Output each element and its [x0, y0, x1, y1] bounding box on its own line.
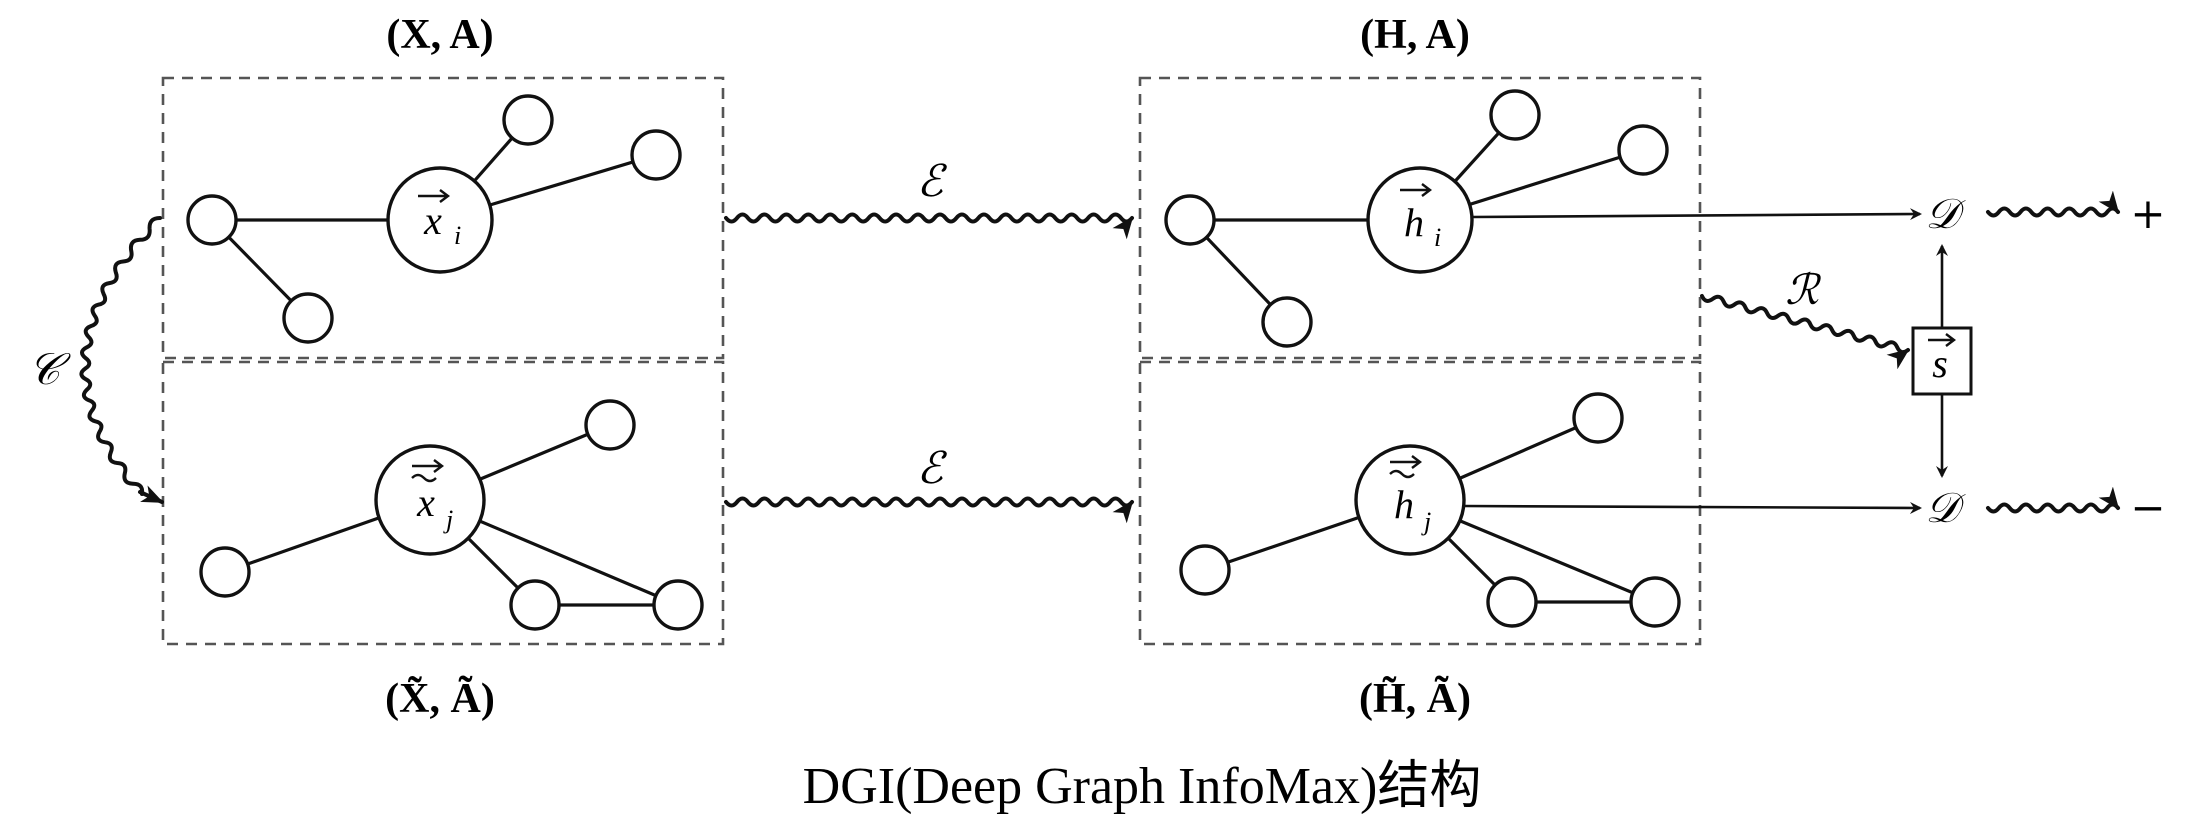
corrupted-input-graph: x j — [199, 399, 704, 631]
center-node-h-i — [1366, 166, 1474, 274]
graph-node — [199, 546, 251, 598]
vector-arrow-icon — [1390, 455, 1422, 469]
tilde-icon — [1389, 469, 1415, 479]
input-graph-box — [161, 76, 725, 360]
readout-symbol: ℛ — [1785, 268, 1821, 314]
graph-node — [630, 129, 682, 181]
corrupted-input-pair-label: (X̃, Ã) — [385, 675, 495, 722]
tilde-icon — [411, 473, 437, 483]
summary-symbol: s — [1932, 341, 1948, 386]
corrupted-hidden-pair-label: (H̃, Ã) — [1359, 675, 1471, 722]
graph-node — [186, 194, 238, 246]
graph-node — [1261, 296, 1313, 348]
output-arrow-negative — [1986, 486, 2120, 514]
x-j-subscript: j — [443, 505, 453, 534]
x-i-subscript: i — [454, 221, 461, 250]
graph-node — [652, 579, 704, 631]
discriminator-symbol-top: 𝒟 — [1925, 192, 1966, 238]
graph-node — [1164, 194, 1216, 246]
center-node-h-j — [1354, 444, 1466, 556]
graph-node — [584, 399, 636, 451]
corrupted-hidden-graph-box — [1138, 360, 1702, 646]
vector-arrow-icon — [1928, 333, 1956, 347]
graph-node — [1489, 89, 1541, 141]
h-i-to-discriminator — [1471, 208, 1922, 221]
hidden-graph: h i — [1164, 89, 1669, 348]
corruption-symbol: 𝒞 — [28, 345, 71, 394]
center-node-x-j — [374, 444, 486, 556]
graph-node — [282, 292, 334, 344]
graph-node — [502, 94, 554, 146]
h-i-subscript: i — [1434, 223, 1441, 252]
diagram-caption: DGI(Deep Graph InfoMax)结构 — [803, 758, 1482, 815]
h-i-symbol: h — [1404, 200, 1424, 245]
center-node-x-i — [386, 166, 494, 274]
negative-label: − — [2130, 483, 2165, 532]
input-pair-label: (X, A) — [386, 12, 493, 58]
graph-node — [509, 579, 561, 631]
discriminator-symbol-bottom: 𝒟 — [1925, 486, 1966, 532]
graph-node — [1629, 576, 1681, 628]
vector-arrow-icon — [412, 459, 444, 473]
graph-node — [1572, 392, 1624, 444]
x-i-symbol: x — [423, 198, 442, 243]
encoder-arrow-bottom — [724, 496, 1134, 524]
output-arrow-positive — [1986, 190, 2120, 218]
corruption-arrowhead — [138, 485, 164, 504]
vector-arrow-icon — [1400, 183, 1432, 197]
graph-node — [1617, 124, 1669, 176]
readout-arrow — [1700, 294, 1910, 370]
x-j-symbol: x — [416, 480, 435, 525]
graph-node — [1179, 544, 1231, 596]
input-graph: x i — [186, 94, 682, 344]
corruption-arrow — [79, 215, 162, 496]
hidden-graph-box — [1138, 76, 1702, 360]
hidden-pair-label: (H, A) — [1360, 12, 1470, 58]
h-j-symbol: h — [1394, 482, 1414, 527]
encoder-symbol-bottom: ℰ — [917, 444, 948, 493]
encoder-symbol-top: ℰ — [917, 157, 948, 206]
h-j-subscript: j — [1421, 507, 1431, 536]
positive-label: + — [2130, 189, 2165, 238]
corrupted-hidden-graph: h j — [1179, 392, 1681, 628]
encoder-arrow-top — [724, 212, 1134, 240]
graph-node — [1486, 576, 1538, 628]
vector-arrow-icon — [418, 189, 450, 203]
h-j-to-discriminator — [1463, 501, 1922, 514]
